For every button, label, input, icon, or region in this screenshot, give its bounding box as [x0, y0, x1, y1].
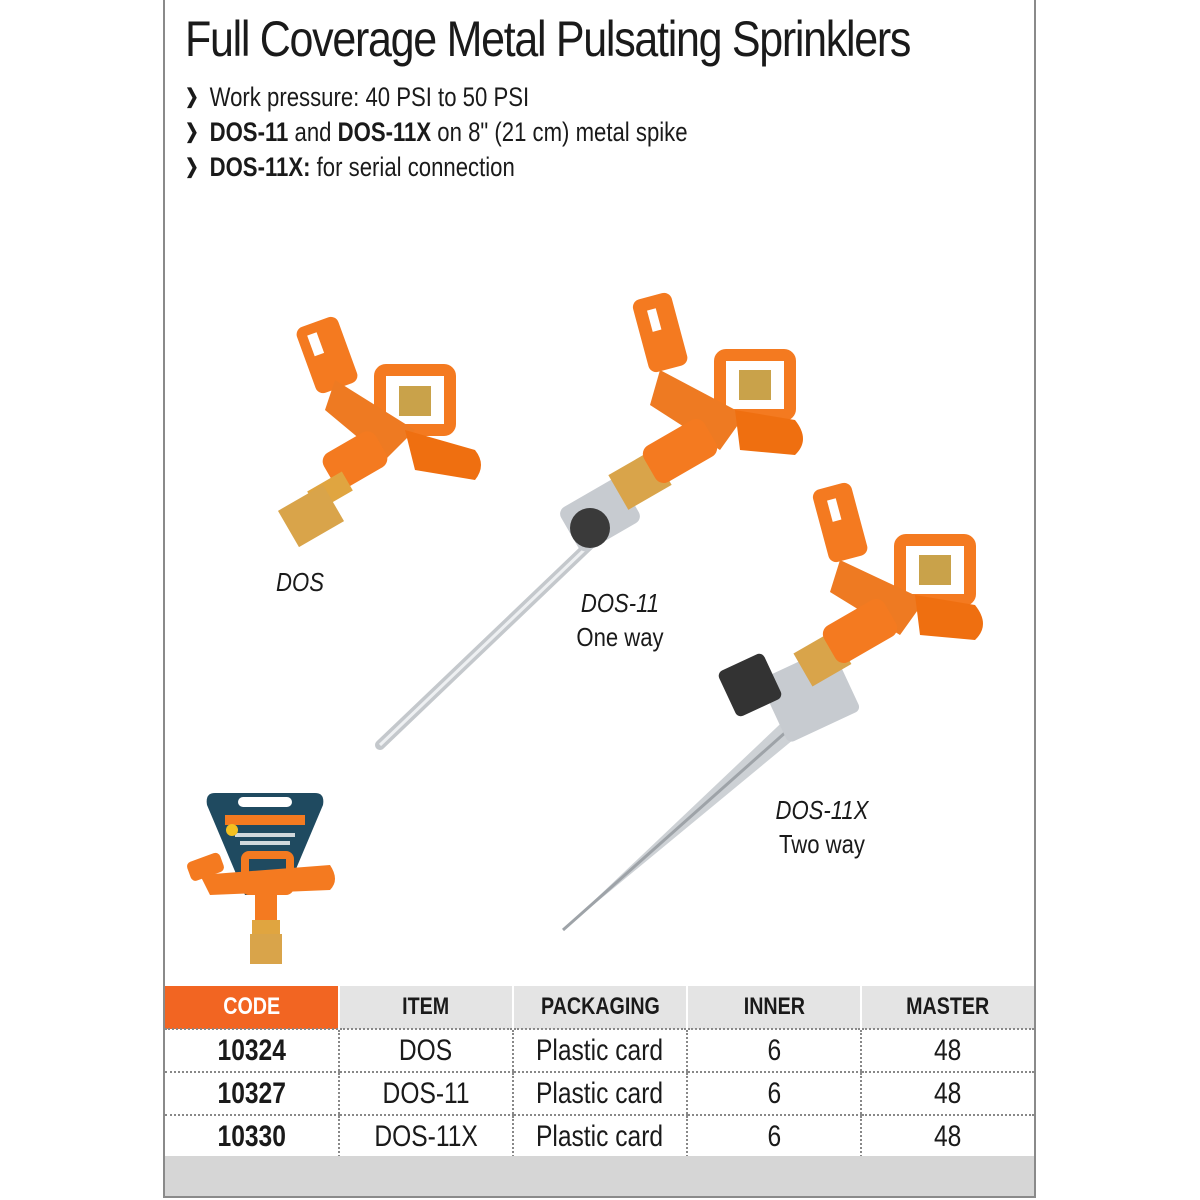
column-header-inner: INNER: [686, 986, 861, 1030]
chevron-right-icon: ❯: [185, 86, 199, 108]
sprinkler-dos-image: [277, 316, 481, 548]
cell-code: 10330: [165, 1115, 339, 1159]
cell-item: DOS-11X: [338, 1115, 513, 1159]
chevron-right-icon: ❯: [185, 156, 199, 178]
cell-inner: 6: [686, 1115, 861, 1159]
catalog-page: Full Coverage Metal Pulsating Sprinklers…: [163, 0, 1036, 1198]
feature-list: ❯Work pressure: 40 PSI to 50 PSI ❯DOS-11…: [185, 80, 798, 185]
feature-item: ❯DOS-11X: for serial connection: [185, 150, 688, 185]
cell-inner: 6: [686, 1029, 861, 1073]
cell-inner: 6: [686, 1072, 861, 1116]
cell-code: 10327: [165, 1072, 339, 1116]
column-header-code: CODE: [165, 986, 339, 1030]
product-spec-table: CODE ITEM PACKAGING INNER MASTER 10324 D…: [165, 986, 1034, 1159]
table-row: 10330 DOS-11X Plastic card 6 48: [165, 1115, 1034, 1159]
cell-code: 10324: [165, 1029, 339, 1073]
product-caption-dos: DOS: [276, 567, 324, 597]
packaging-card-image: [187, 793, 335, 964]
product-caption-dos-11x: DOS-11X Two way: [775, 795, 869, 859]
table-row: 10327 DOS-11 Plastic card 6 48: [165, 1072, 1034, 1116]
cell-packaging: Plastic card: [512, 1029, 687, 1073]
feature-item: ❯DOS-11 and DOS-11X on 8" (21 cm) metal …: [185, 115, 688, 150]
cell-packaging: Plastic card: [512, 1072, 687, 1116]
cell-master: 48: [860, 1072, 1034, 1116]
chevron-right-icon: ❯: [185, 121, 199, 143]
sprinkler-dos-11-image: [375, 292, 803, 750]
table-header-row: CODE ITEM PACKAGING INNER MASTER: [165, 986, 1034, 1030]
sprinkler-dos-11x-image: [562, 482, 983, 932]
feature-item: ❯Work pressure: 40 PSI to 50 PSI: [185, 80, 688, 115]
column-header-item: ITEM: [338, 986, 513, 1030]
cell-master: 48: [860, 1029, 1034, 1073]
table-row: 10324 DOS Plastic card 6 48: [165, 1029, 1034, 1073]
cell-item: DOS-11: [338, 1072, 513, 1116]
cell-master: 48: [860, 1115, 1034, 1159]
column-header-packaging: PACKAGING: [512, 986, 687, 1030]
page-title: Full Coverage Metal Pulsating Sprinklers: [185, 11, 911, 67]
footer-bar: [165, 1156, 1034, 1196]
product-caption-dos-11: DOS-11 One way: [576, 588, 664, 652]
column-header-master: MASTER: [860, 986, 1034, 1030]
cell-packaging: Plastic card: [512, 1115, 687, 1159]
cell-item: DOS: [338, 1029, 513, 1073]
